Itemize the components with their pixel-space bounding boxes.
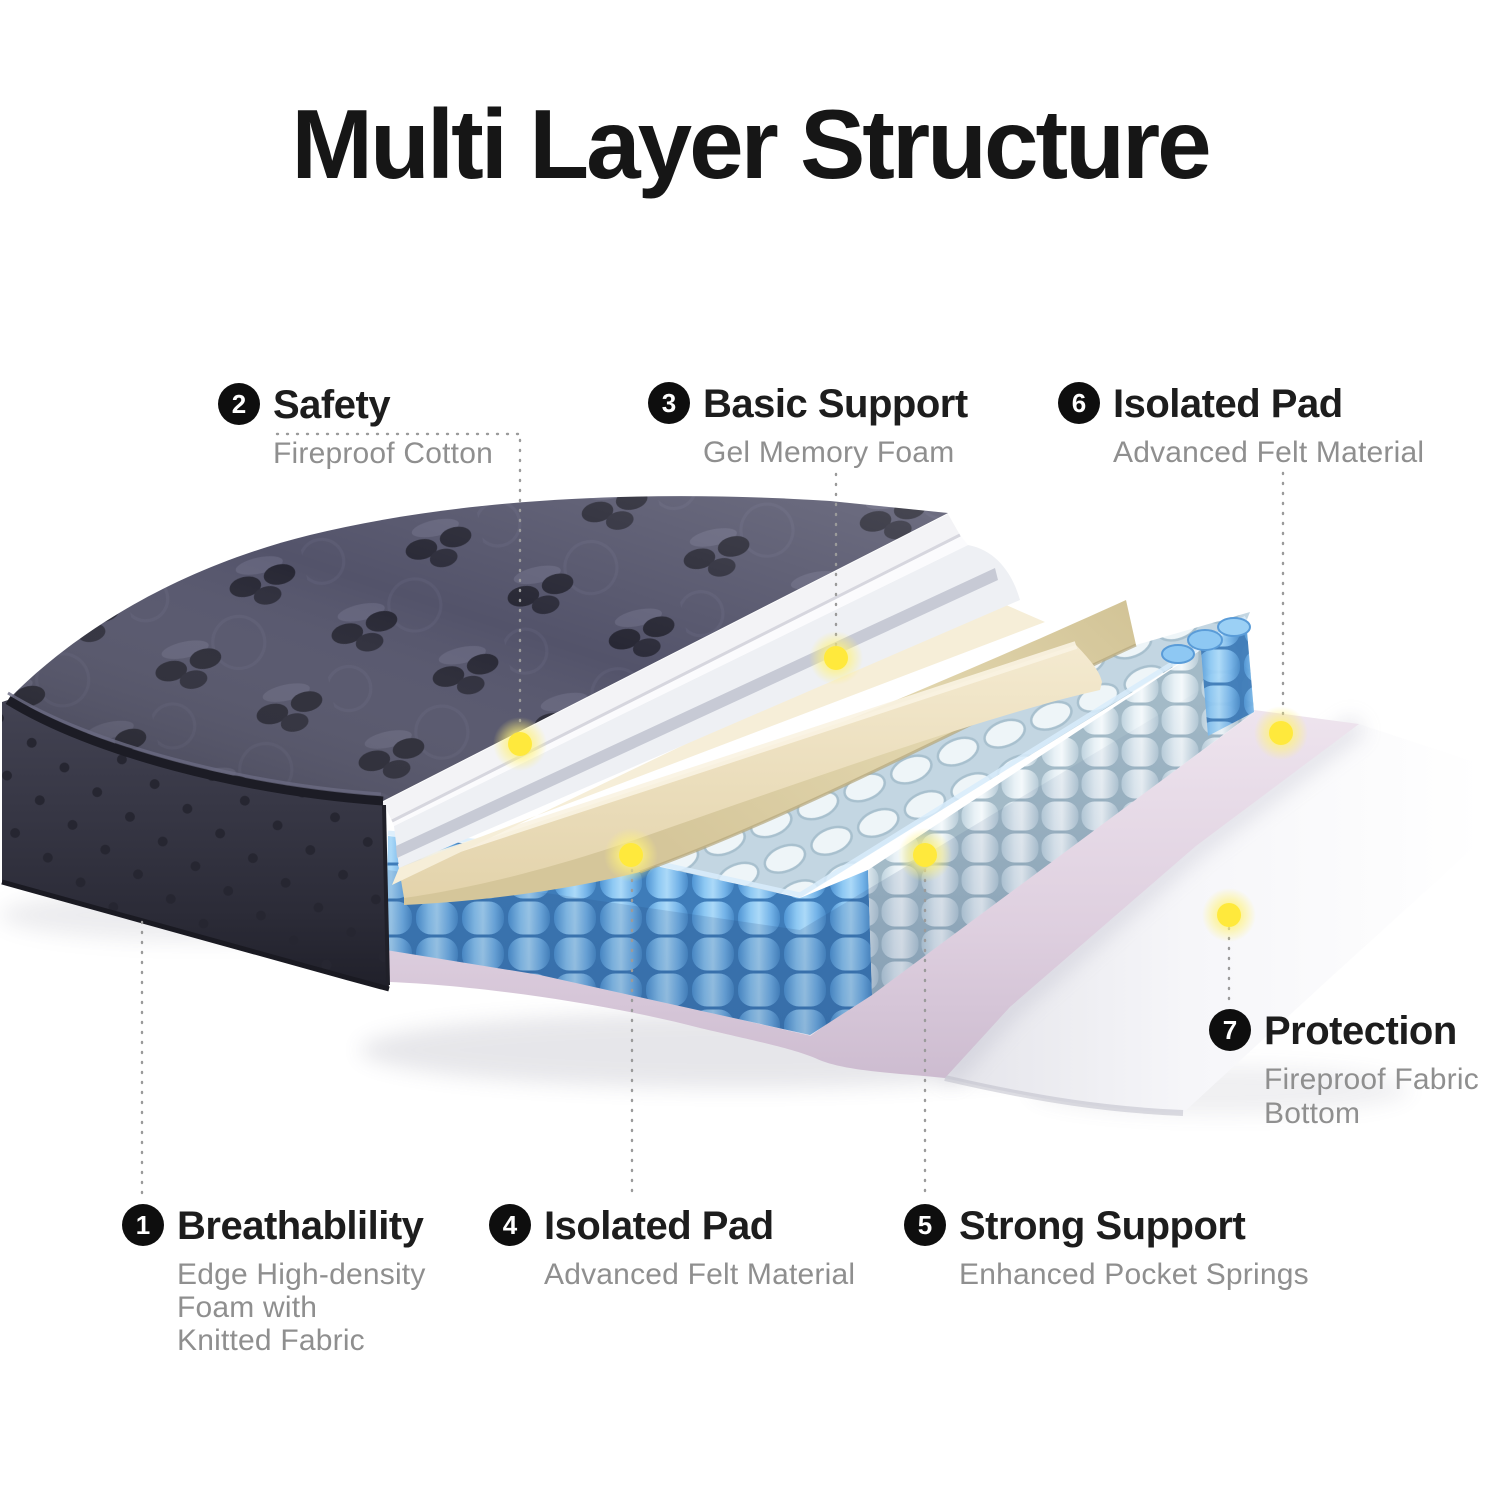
highlight-dot-3 [809, 631, 863, 685]
label-6-description: Advanced Felt Material [1113, 436, 1425, 469]
label-2-title: Safety [273, 383, 391, 427]
label-isolated-pad-6: 6 Isolated Pad Advanced Felt Material [1058, 382, 1424, 470]
leader-2 [275, 432, 522, 732]
highlight-dot-6 [1254, 706, 1308, 760]
label-isolated-pad-4: 4 Isolated Pad Advanced Felt Material [489, 1204, 855, 1292]
label-strong-support: 5 Strong Support Enhanced Pocket Springs [904, 1204, 1309, 1292]
label-1-title: Breathablility [177, 1204, 424, 1248]
label-6-number-badge: 6 [1058, 382, 1100, 424]
label-1-number-badge: 1 [122, 1204, 164, 1246]
layer-quilted-cover [1, 496, 948, 992]
label-3-description: Gel Memory Foam [703, 436, 955, 469]
label-2-description: Fireproof Cotton [273, 437, 493, 470]
highlight-dots [493, 631, 1308, 942]
label-4-title: Isolated Pad [544, 1204, 774, 1248]
page-title: Multi Layer Structure [291, 89, 1211, 199]
highlight-dot-2 [493, 717, 547, 771]
highlight-dot-7 [1202, 888, 1256, 942]
label-7-number-badge: 7 [1209, 1009, 1251, 1051]
label-7-title: Protection [1264, 1009, 1457, 1053]
label-5-title: Strong Support [959, 1204, 1246, 1248]
highlight-dot-5 [898, 828, 952, 882]
label-1-description: Edge High-density Foam with Knitted Fabr… [177, 1258, 426, 1357]
highlight-dot-4 [604, 828, 658, 882]
label-2-number-badge: 2 [218, 383, 260, 425]
label-breathability: 1 Breathablility Edge High-density Foam … [122, 1204, 426, 1357]
label-safety: 2 Safety Fireproof Cotton [218, 383, 493, 471]
label-4-description: Advanced Felt Material [544, 1258, 856, 1291]
label-3-number-badge: 3 [648, 382, 690, 424]
label-protection: 7 Protection Fireproof Fabric Bottom [1209, 1009, 1479, 1131]
layer-comfort-foam-cream [392, 598, 1102, 898]
label-6-title: Isolated Pad [1113, 382, 1343, 426]
label-7-description: Fireproof Fabric Bottom [1264, 1063, 1479, 1130]
label-3-title: Basic Support [703, 382, 968, 426]
leader-lines [140, 432, 1285, 1200]
label-4-number-badge: 4 [489, 1204, 531, 1246]
label-5-description: Enhanced Pocket Springs [959, 1258, 1309, 1291]
label-basic-support: 3 Basic Support Gel Memory Foam [648, 382, 968, 470]
label-5-number-badge: 5 [904, 1204, 946, 1246]
